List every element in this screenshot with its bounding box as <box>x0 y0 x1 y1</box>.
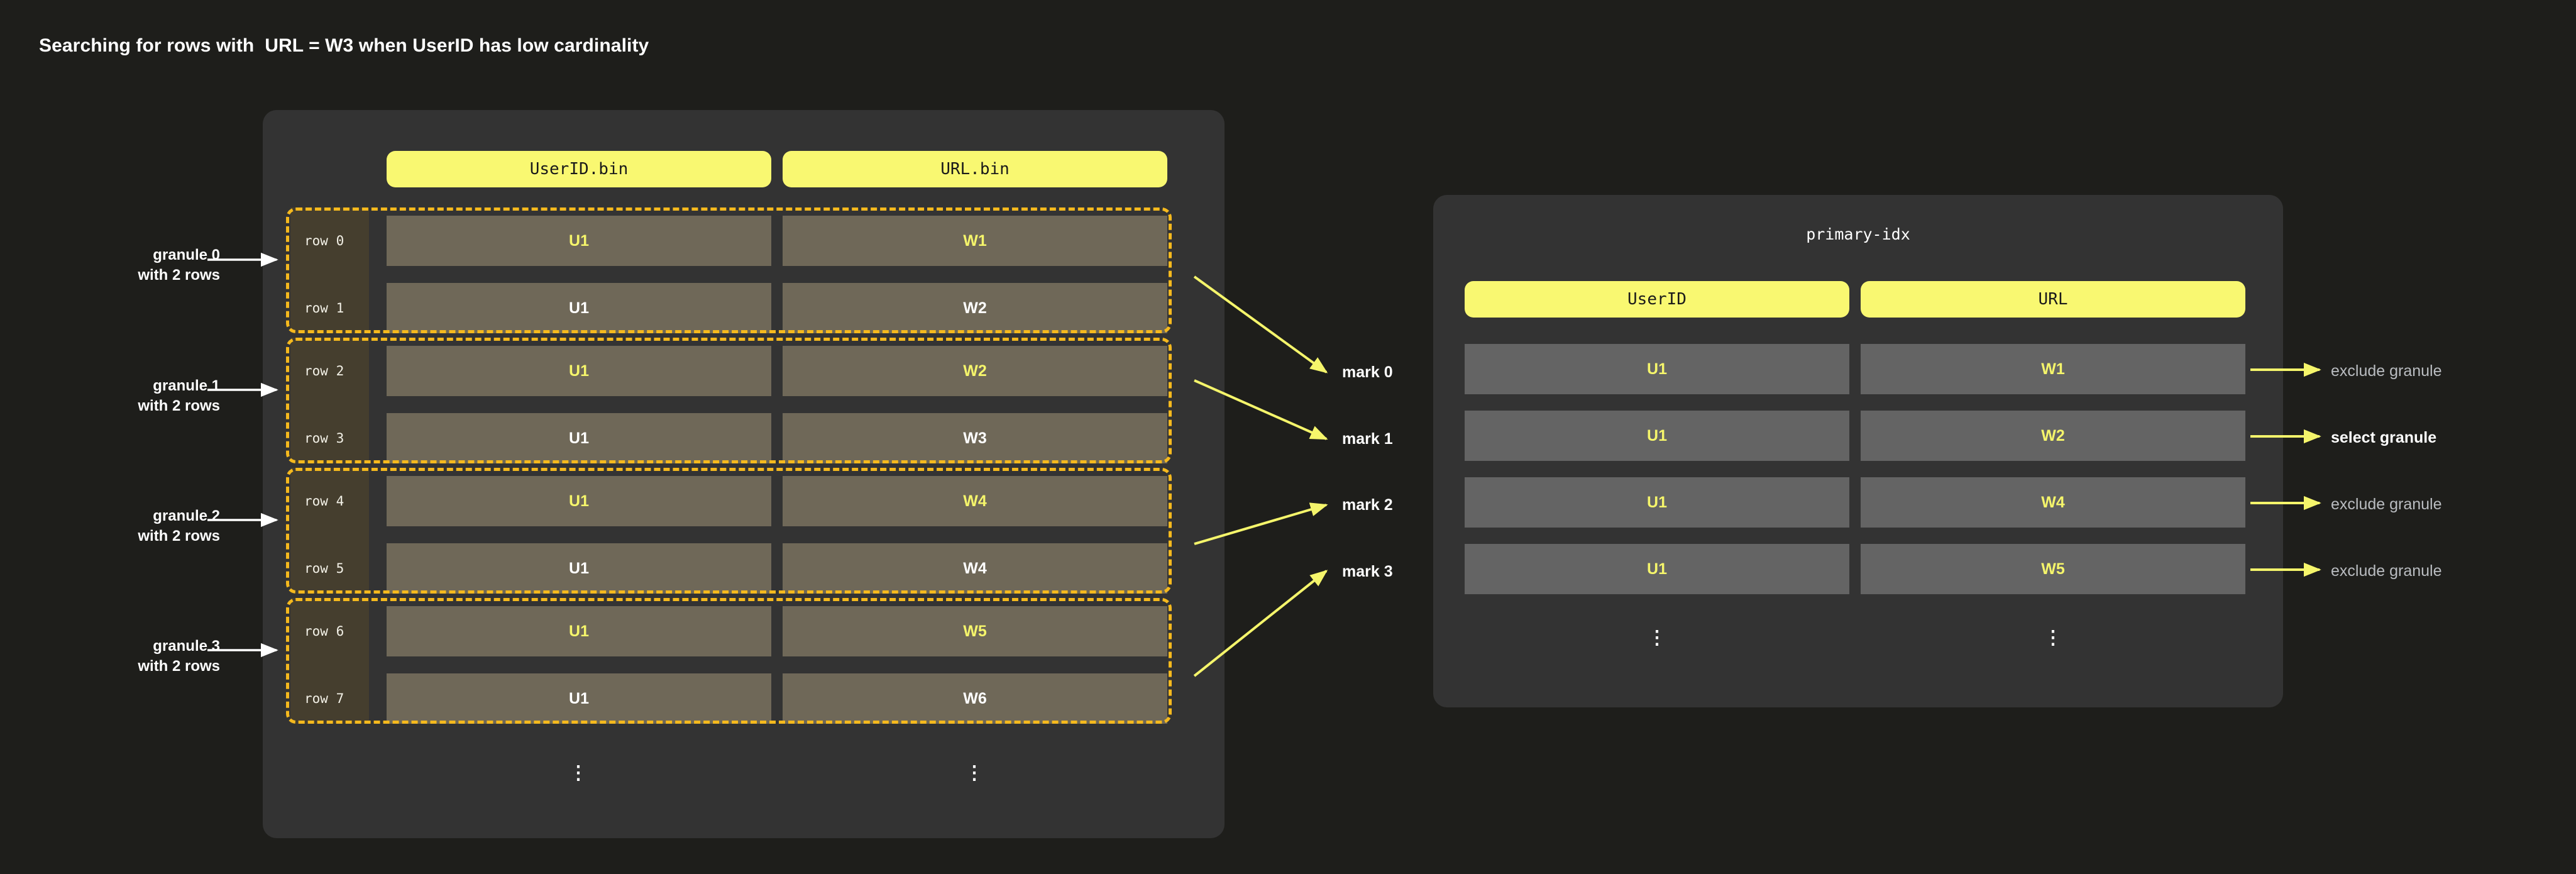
cell-userid: U1 <box>387 606 771 656</box>
granule-note-2: granule 2 with 2 rows <box>138 507 220 545</box>
cell-userid: U1 <box>387 476 771 526</box>
index-cell-url: W4 <box>1861 477 2245 528</box>
page-title: Searching for rows with URL = W3 when Us… <box>39 35 649 56</box>
table-row[interactable]: row 5 U1 W4 <box>290 543 1167 594</box>
cell-userid: U1 <box>387 346 771 396</box>
mark-label-2: mark 2 <box>1342 496 1393 514</box>
table-row[interactable]: row 0 U1 W1 <box>290 216 1167 266</box>
row-label: row 6 <box>290 606 369 656</box>
column-ellipsis-userid: ⋮ <box>569 763 588 783</box>
row-label: row 4 <box>290 476 369 526</box>
row-label: row 5 <box>290 543 369 594</box>
table-row[interactable]: row 7 U1 W6 <box>290 673 1167 724</box>
index-cell-userid: U1 <box>1465 477 1849 528</box>
granule-note-1: granule 1 with 2 rows <box>138 377 220 414</box>
row-label: row 1 <box>290 283 369 333</box>
table-row[interactable]: row 2 U1 W2 <box>290 346 1167 396</box>
cell-userid: U1 <box>387 216 771 266</box>
index-cell-userid: U1 <box>1465 344 1849 394</box>
cell-userid: U1 <box>387 283 771 333</box>
table-row[interactable]: row 6 U1 W5 <box>290 606 1167 656</box>
cell-url: W6 <box>783 673 1167 724</box>
index-column-header-url: URL <box>1861 281 2245 318</box>
column-ellipsis-url: ⋮ <box>965 763 984 783</box>
verdict-granule-3: exclude granule <box>2331 562 2442 580</box>
verdict-granule-2: exclude granule <box>2331 495 2442 513</box>
table-row[interactable]: row 1 U1 W2 <box>290 283 1167 333</box>
cell-url: W3 <box>783 413 1167 463</box>
index-column-header-userid: UserID <box>1465 281 1849 318</box>
row-label: row 3 <box>290 413 369 463</box>
mark-label-1: mark 1 <box>1342 430 1393 448</box>
index-cell-url: W1 <box>1861 344 2245 394</box>
verdict-granule-0: exclude granule <box>2331 362 2442 380</box>
index-cell-userid: U1 <box>1465 544 1849 594</box>
cell-userid: U1 <box>387 413 771 463</box>
index-cell-url: W5 <box>1861 544 2245 594</box>
column-header-url-bin: URL.bin <box>783 151 1167 187</box>
index-cell-url: W2 <box>1861 411 2245 461</box>
mark-label-3: mark 3 <box>1342 563 1393 580</box>
index-cell-userid: U1 <box>1465 411 1849 461</box>
cell-url: W4 <box>783 543 1167 594</box>
cell-userid: U1 <box>387 543 771 594</box>
table-row[interactable]: row 4 U1 W4 <box>290 476 1167 526</box>
row-label: row 0 <box>290 216 369 266</box>
cell-url: W2 <box>783 283 1167 333</box>
mark-label-0: mark 0 <box>1342 363 1393 381</box>
cell-userid: U1 <box>387 673 771 724</box>
primary-index-title: primary-idx <box>1806 225 1910 243</box>
row-label: row 7 <box>290 673 369 724</box>
cell-url: W2 <box>783 346 1167 396</box>
verdict-granule-1: select granule <box>2331 429 2437 446</box>
index-ellipsis-url: ⋮ <box>2044 628 2062 648</box>
table-row[interactable]: row 3 U1 W3 <box>290 413 1167 463</box>
column-header-userid-bin: UserID.bin <box>387 151 771 187</box>
granule-note-0: granule 0 with 2 rows <box>138 246 220 284</box>
index-ellipsis-userid: ⋮ <box>1648 628 1666 648</box>
cell-url: W1 <box>783 216 1167 266</box>
granule-note-3: granule 3 with 2 rows <box>138 638 220 675</box>
row-label: row 2 <box>290 346 369 396</box>
cell-url: W4 <box>783 476 1167 526</box>
cell-url: W5 <box>783 606 1167 656</box>
